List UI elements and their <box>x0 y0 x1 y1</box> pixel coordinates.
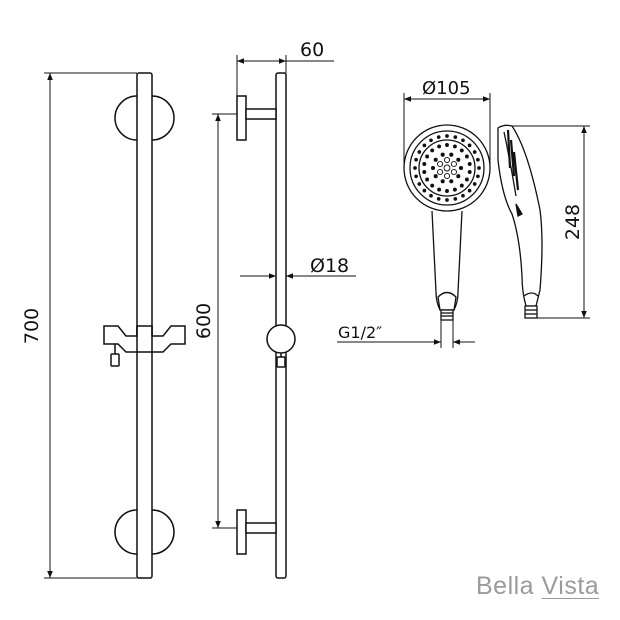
nozzle <box>476 174 480 179</box>
nozzle <box>422 188 427 193</box>
nozzle <box>414 174 418 179</box>
side-top-flange <box>236 95 247 141</box>
dim-600-label: 600 <box>193 303 215 339</box>
nozzle <box>467 188 472 193</box>
nozzle <box>437 187 442 192</box>
nozzle <box>464 177 469 182</box>
nozzle <box>450 160 457 168</box>
nozzle <box>443 172 451 180</box>
handset-side-view <box>497 124 543 319</box>
brand-logo: Bella Vista <box>476 572 599 601</box>
nozzle <box>464 154 469 159</box>
nozzle <box>452 187 457 192</box>
handset-front-view <box>403 124 491 321</box>
dim-248-label: 248 <box>562 204 584 240</box>
nozzle <box>437 168 444 176</box>
nozzle <box>440 179 445 184</box>
nozzle <box>422 170 427 174</box>
nozzle <box>452 144 457 149</box>
nozzle <box>425 154 430 159</box>
nozzle <box>445 143 449 147</box>
nozzle <box>422 162 427 166</box>
nozzle <box>433 174 438 179</box>
dim-projection <box>236 55 334 96</box>
nozzle <box>429 138 433 143</box>
nozzle <box>445 198 449 202</box>
dim-thread <box>337 320 475 348</box>
nozzle <box>449 179 454 184</box>
nozzle <box>467 143 472 148</box>
nozzle <box>445 134 449 138</box>
side-slider-body <box>266 324 296 354</box>
nozzle <box>425 177 430 182</box>
nozzle <box>417 150 422 154</box>
nozzle <box>459 148 464 153</box>
slider-holder <box>103 325 186 353</box>
nozzle <box>414 157 418 162</box>
dim-60-label: 60 <box>300 39 324 61</box>
nozzle <box>459 183 464 188</box>
nozzle <box>476 157 480 162</box>
bottom-wall-bracket <box>114 509 138 555</box>
side-view <box>236 72 296 579</box>
nozzle <box>458 165 464 171</box>
nozzle <box>449 152 454 157</box>
nozzle <box>461 193 465 198</box>
nozzle <box>472 150 477 154</box>
nozzle <box>417 182 422 186</box>
nozzle <box>437 144 442 149</box>
nozzle <box>433 157 438 162</box>
nozzle <box>443 156 451 164</box>
nozzle <box>437 160 444 168</box>
front-view <box>103 72 186 579</box>
top-wall-bracket <box>114 95 138 141</box>
nozzle <box>440 152 445 157</box>
nozzle <box>429 193 433 198</box>
brand-word-bella: Bella <box>476 572 535 600</box>
dim-handset-length <box>512 125 590 319</box>
dim-700-label: 700 <box>21 308 43 344</box>
nozzle <box>436 197 441 201</box>
handset-handle <box>431 210 463 311</box>
nozzle <box>430 165 436 171</box>
dim-18-label: Ø18 <box>310 255 349 277</box>
nozzle <box>445 189 449 193</box>
nozzle <box>472 182 477 186</box>
nozzle <box>453 135 458 139</box>
nozzle <box>413 166 417 170</box>
spray-nozzles <box>413 134 481 202</box>
nozzle <box>430 148 435 153</box>
brand-word-vista: Vista <box>541 572 600 600</box>
nozzle <box>467 170 472 174</box>
nozzle <box>456 157 461 162</box>
side-bottom-flange <box>236 509 247 555</box>
nozzle <box>461 138 465 143</box>
nozzle <box>436 135 441 139</box>
nozzle <box>467 162 472 166</box>
nozzle <box>430 183 435 188</box>
nozzle <box>443 164 451 172</box>
dim-overall-height <box>44 72 137 579</box>
dim-thread-label: G1/2″ <box>338 323 382 342</box>
nozzle <box>477 166 481 170</box>
nozzle <box>456 174 461 179</box>
nozzle <box>453 197 458 201</box>
nozzle <box>450 168 457 176</box>
dim-head-diameter <box>403 93 491 168</box>
handset-thread <box>440 309 454 321</box>
nozzle <box>422 143 427 148</box>
dim-105-label: Ø105 <box>422 78 471 99</box>
dim-fixing-centres <box>212 113 237 529</box>
